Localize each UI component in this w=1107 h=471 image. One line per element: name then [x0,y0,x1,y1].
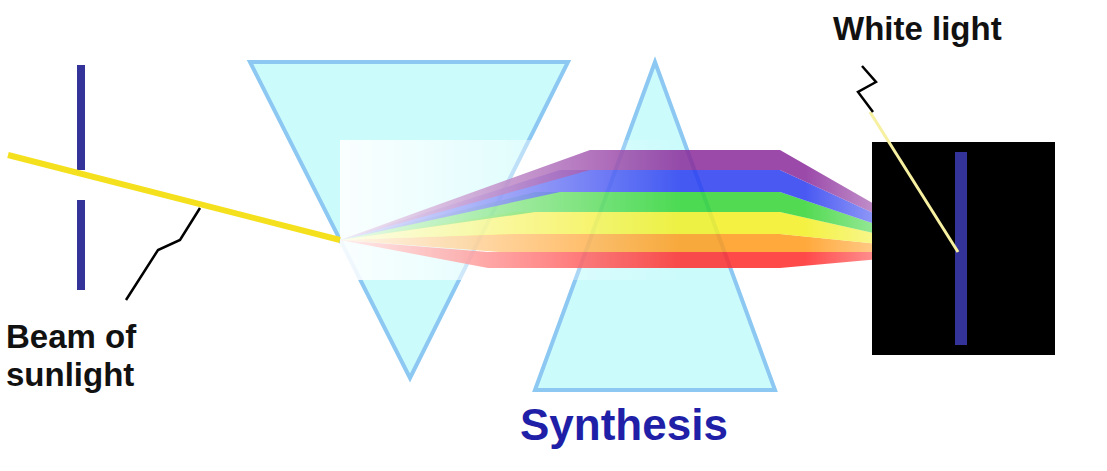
callout-label: White light [833,10,1103,48]
slit-bar [77,200,85,290]
leader-line [126,208,200,300]
leader-line [858,66,876,112]
white-light-ray [870,112,958,252]
slit-bar [77,65,85,170]
spectrum-fade [340,140,960,280]
callout-label: Beam of sunlight [6,318,242,394]
caption-label: Synthesis [520,400,810,451]
screen [872,142,1055,355]
sunlight-beam [8,155,340,240]
